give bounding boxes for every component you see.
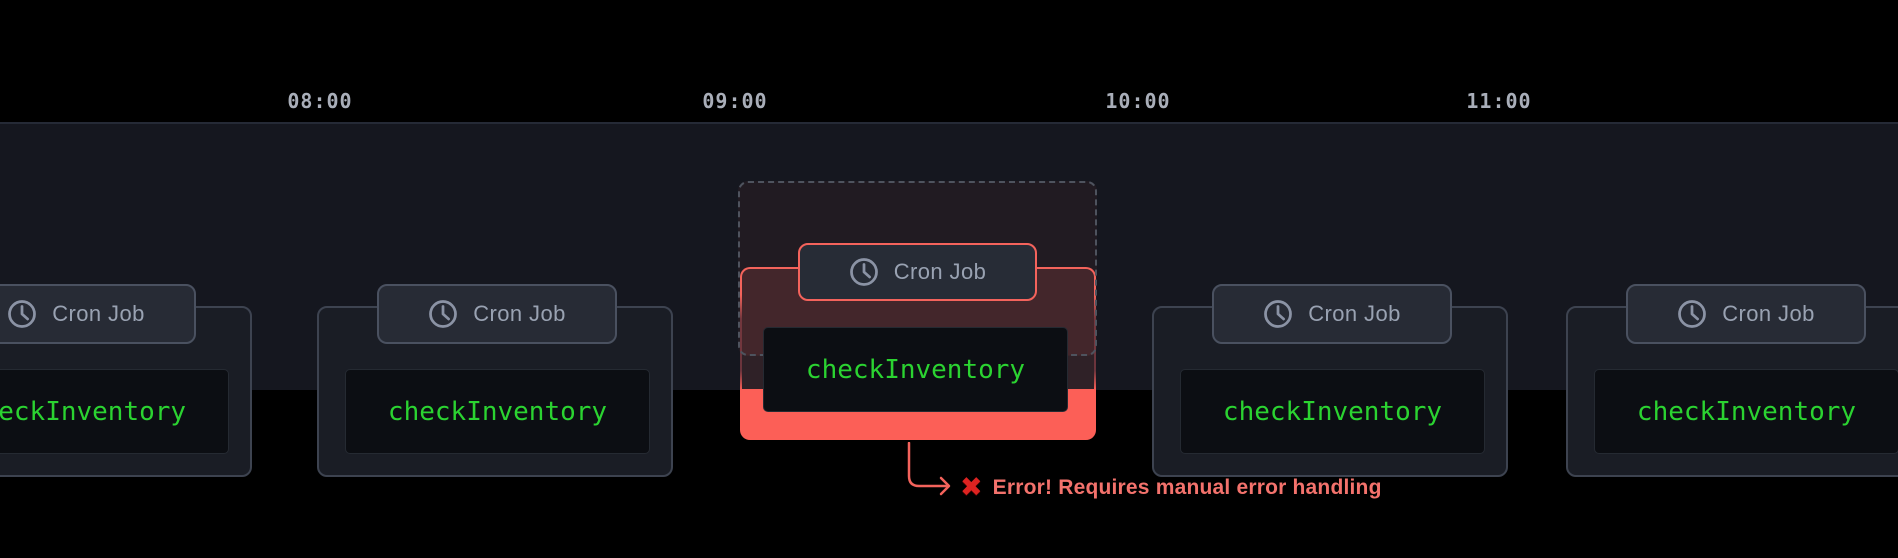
cron-job-badge-error: Cron Job bbox=[798, 243, 1037, 301]
time-label: 09:00 bbox=[702, 89, 768, 113]
code-label: checkInventory bbox=[1636, 396, 1857, 427]
cron-job-badge: Cron Job bbox=[0, 284, 196, 344]
clock-icon bbox=[1677, 299, 1707, 329]
cron-job-badge: Cron Job bbox=[1212, 284, 1452, 344]
time-label: 08:00 bbox=[287, 89, 353, 113]
badge-label: Cron Job bbox=[1722, 301, 1815, 326]
clock-icon bbox=[1263, 299, 1293, 329]
time-label: 11:00 bbox=[1466, 89, 1532, 113]
cron-job-card: Cron Job checkInventory bbox=[0, 284, 252, 477]
code-box: checkInventory bbox=[345, 369, 650, 454]
clock-icon bbox=[849, 257, 879, 287]
badge-label: Cron Job bbox=[473, 301, 566, 326]
code-box: checkInventory bbox=[763, 327, 1068, 412]
badge-label: Cron Job bbox=[1308, 301, 1401, 326]
clock-icon bbox=[7, 299, 37, 329]
time-label: 10:00 bbox=[1105, 89, 1171, 113]
code-label: checkInventory bbox=[805, 354, 1026, 385]
error-note: ✖ Error! Requires manual error handling bbox=[960, 474, 1382, 501]
code-label: checkInventory bbox=[1222, 396, 1443, 427]
cron-job-badge: Cron Job bbox=[1626, 284, 1866, 344]
code-label: checkInventory bbox=[0, 396, 187, 427]
badge-label: Cron Job bbox=[52, 301, 145, 326]
cross-mark-icon: ✖ bbox=[960, 472, 983, 503]
code-box: checkInventory bbox=[1180, 369, 1485, 454]
clock-icon bbox=[428, 299, 458, 329]
timeline-band: Cron Job checkInventory Cron Job checkIn… bbox=[0, 122, 1898, 477]
code-box: checkInventory bbox=[0, 369, 229, 454]
code-box: checkInventory bbox=[1594, 369, 1898, 454]
cron-job-card: Cron Job checkInventory bbox=[1152, 284, 1508, 477]
cron-job-card: Cron Job checkInventory bbox=[317, 284, 673, 477]
code-label: checkInventory bbox=[387, 396, 608, 427]
error-arrow bbox=[898, 442, 968, 500]
cron-job-badge: Cron Job bbox=[377, 284, 617, 344]
error-message: Error! Requires manual error handling bbox=[992, 475, 1382, 499]
cron-job-card: Cron Job checkInventory bbox=[1566, 284, 1898, 477]
badge-label: Cron Job bbox=[893, 259, 987, 284]
